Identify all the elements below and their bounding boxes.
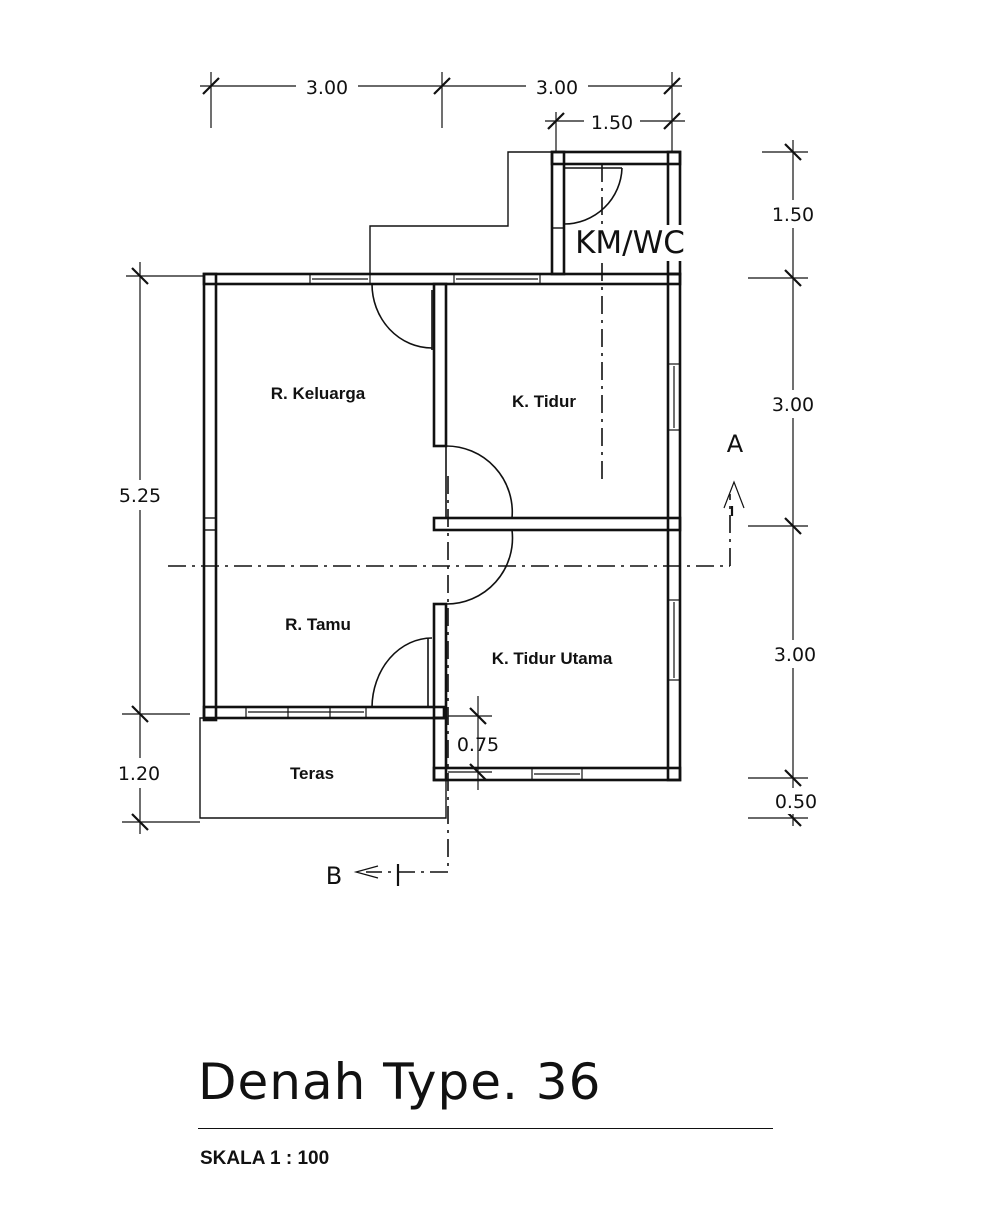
- dim-right-upper: 3.00: [772, 394, 814, 416]
- dim-right-bottom: 0.50: [775, 791, 817, 813]
- right-dimension-lines: [748, 140, 808, 827]
- porch-offset-dimension: [448, 696, 492, 790]
- dim-right-lower: 3.00: [774, 644, 816, 666]
- dim-left-main: 5.25: [119, 485, 161, 507]
- dim-porch-offset: 0.75: [457, 734, 499, 756]
- section-lines: [168, 164, 745, 886]
- room-label-k-tidur: K. Tidur: [512, 392, 576, 411]
- room-label-teras: Teras: [290, 764, 334, 783]
- room-label-k-tidur-utama: K. Tidur Utama: [492, 649, 613, 668]
- dim-top-wc: 1.50: [591, 112, 633, 134]
- section-b-label: B: [326, 862, 342, 890]
- dim-top-left: 3.00: [306, 77, 348, 99]
- section-a-label: A: [727, 430, 744, 458]
- dim-left-porch: 1.20: [118, 763, 160, 785]
- title-underline: [198, 1128, 773, 1129]
- dim-right-wc: 1.50: [772, 204, 814, 226]
- room-label-r-keluarga: R. Keluarga: [271, 384, 366, 403]
- plan-title: Denah Type. 36: [198, 1053, 602, 1111]
- top-dimension-lines: [200, 72, 685, 152]
- left-dimension-lines: [122, 262, 204, 834]
- dim-top-right: 3.00: [536, 77, 578, 99]
- title-block: Denah Type. 36 SKALA 1 : 100: [198, 1052, 798, 1169]
- doors: [371, 167, 623, 708]
- windows: [245, 274, 680, 780]
- plan-scale: SKALA 1 : 100: [200, 1148, 330, 1169]
- room-label-km-wc: KM/WC: [575, 225, 685, 261]
- room-label-r-tamu: R. Tamu: [285, 615, 351, 634]
